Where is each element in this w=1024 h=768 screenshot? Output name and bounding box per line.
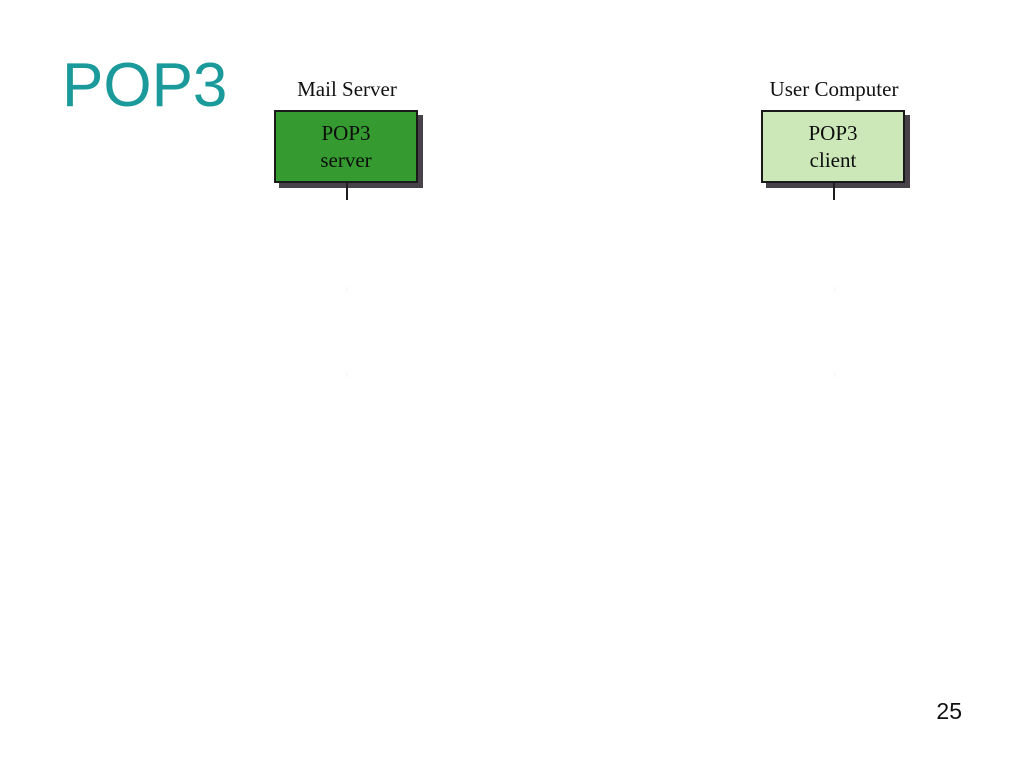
faint-tick-mark	[833, 287, 836, 292]
page-title: POP3	[62, 51, 228, 120]
lifeline-stub-user-computer	[833, 183, 835, 200]
lifeline-stub-mail-server	[346, 183, 348, 200]
faint-tick-mark	[345, 287, 348, 292]
node-box-pop3-server-line2: server	[320, 147, 372, 172]
faint-tick-mark	[345, 372, 348, 377]
node-caption-user-computer: User Computer	[769, 77, 899, 101]
node-box-pop3-client-line2: client	[809, 147, 857, 172]
faint-tick-mark	[833, 372, 836, 377]
page-number: 25	[936, 698, 962, 724]
node-box-pop3-client[interactable]: POP3 client	[761, 110, 905, 183]
node-box-pop3-server[interactable]: POP3 server	[274, 110, 418, 183]
node-caption-mail-server: Mail Server	[297, 77, 397, 101]
node-box-pop3-client-line1: POP3	[808, 120, 858, 145]
node-box-pop3-server-line1: POP3	[321, 120, 371, 145]
